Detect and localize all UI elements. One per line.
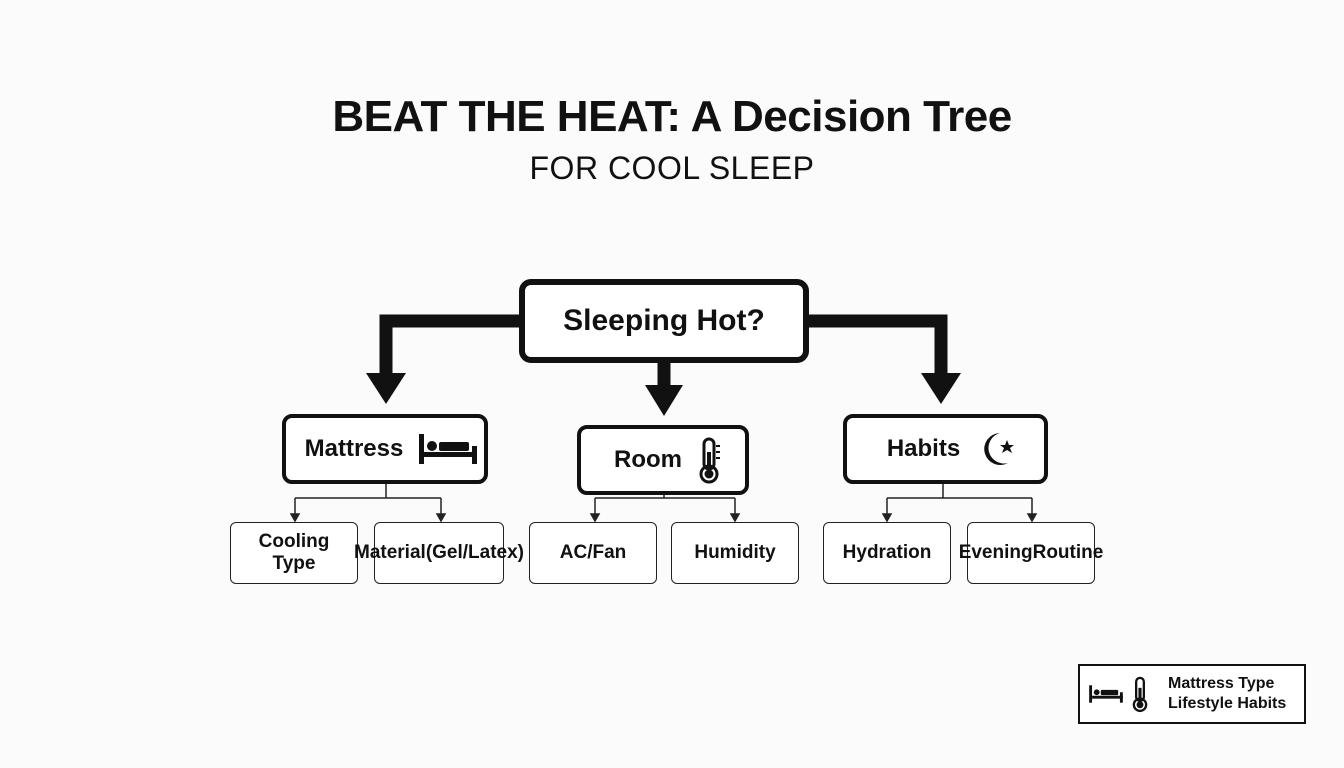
legend-item-lifestyle-habits: Lifestyle Habits bbox=[1168, 695, 1287, 712]
leaf-evening-line-2: Routine bbox=[1032, 542, 1104, 563]
diagram-subtitle: FOR COOL SLEEP bbox=[529, 150, 815, 186]
category-mattress-label: Mattress bbox=[304, 435, 404, 462]
diagram-title: BEAT THE HEAT: A Decision Tree bbox=[332, 92, 1012, 141]
category-habits-label: Habits bbox=[886, 435, 961, 462]
legend-text: Mattress Type Lifestyle Habits bbox=[1168, 674, 1286, 714]
thermometer-icon bbox=[696, 436, 722, 484]
leaf-humidity: Humidity bbox=[671, 522, 799, 584]
bed-icon bbox=[1088, 684, 1124, 704]
leaf-evening-line-1: Evening bbox=[958, 542, 1033, 563]
branch-right-arrow bbox=[806, 314, 948, 376]
leaf-cooling-type: Cooling Type bbox=[230, 522, 358, 584]
category-habits: Habits bbox=[843, 414, 1048, 484]
category-room: Room bbox=[577, 425, 749, 495]
leaf-material-line-1: Material bbox=[354, 542, 426, 563]
legend: Mattress Type Lifestyle Habits bbox=[1078, 664, 1306, 724]
leaf-evening-routine: Evening Routine bbox=[959, 522, 1103, 584]
branch-left-arrow bbox=[379, 314, 522, 376]
branch-center-arrowhead bbox=[645, 385, 683, 416]
root-label: Sleeping Hot? bbox=[563, 304, 765, 337]
leaf-material-line-2: (Gel/Latex) bbox=[425, 542, 525, 563]
leaf-ac-fan: AC/Fan bbox=[529, 522, 657, 584]
category-room-label: Room bbox=[614, 446, 682, 473]
branch-right-arrowhead bbox=[921, 373, 961, 404]
root-node: Sleeping Hot? bbox=[519, 279, 809, 363]
branch-left-arrowhead bbox=[366, 373, 406, 404]
moon-star-icon bbox=[974, 427, 1018, 471]
thermometer-icon bbox=[1130, 675, 1150, 713]
leaf-hydration: Hydration bbox=[823, 522, 951, 584]
legend-item-mattress-type: Mattress Type bbox=[1168, 675, 1275, 692]
mattress-sub-connector bbox=[289, 484, 447, 523]
category-mattress: Mattress bbox=[282, 414, 488, 484]
leaf-material: Material (Gel/Latex) bbox=[354, 522, 524, 584]
room-sub-connector bbox=[589, 495, 741, 523]
habits-sub-connector bbox=[881, 484, 1038, 523]
bed-icon bbox=[417, 432, 479, 466]
